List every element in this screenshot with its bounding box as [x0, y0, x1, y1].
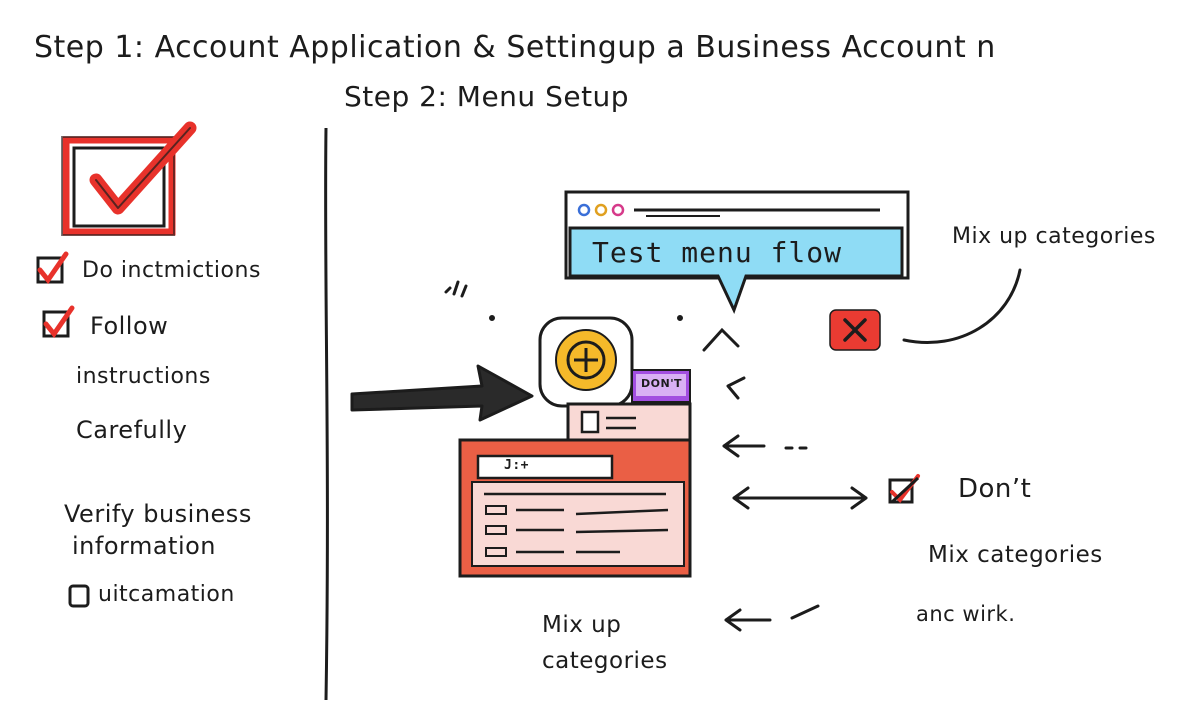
step-1-title: Step 1: Account Application & Settingup …	[34, 30, 996, 65]
verify-line-2: information	[72, 532, 217, 560]
checkbox-empty-icon	[68, 584, 90, 608]
checklist-item-3: uitcamation	[98, 582, 235, 607]
browser-banner-text: Test menu flow	[592, 236, 843, 269]
step-2-title: Step 2: Menu Setup	[344, 80, 630, 113]
checkbox-checked-icon	[42, 305, 75, 339]
divider-line	[324, 127, 329, 701]
caret-up-icon	[702, 327, 740, 352]
dont-heading: Don’t	[958, 474, 1032, 504]
checkbox-checked-icon	[36, 251, 69, 285]
menu-form	[458, 438, 692, 578]
arrow-icon	[350, 364, 534, 422]
dont-tag-label: DON'T	[641, 377, 683, 390]
browser-window	[564, 190, 910, 314]
note-top-right: Mix up categories	[952, 224, 1156, 249]
plus-icon	[538, 316, 634, 408]
dont-line-1: Mix categories	[928, 542, 1103, 568]
large-checkbox-icon	[61, 136, 176, 236]
arrow-icon	[722, 376, 868, 632]
checklist-item-2-line3: Carefully	[76, 416, 188, 444]
search-field-text: J:+	[504, 458, 529, 473]
bottom-caption-line-1: Mix up	[542, 612, 622, 638]
connector-curve	[902, 268, 1022, 345]
menu-card	[566, 402, 692, 446]
checkbox-crossed-icon	[888, 474, 920, 504]
close-icon	[829, 309, 881, 351]
checklist-item-1: Do inctmictions	[82, 258, 261, 283]
bottom-caption-line-2: categories	[542, 648, 668, 674]
verify-line-1: Verify business	[64, 500, 252, 528]
dont-line-2: anc wirk.	[916, 602, 1016, 626]
checklist-item-2: Follow	[90, 312, 169, 340]
checklist-item-2-line2: instructions	[76, 364, 211, 389]
sparkle-marks	[444, 280, 683, 321]
